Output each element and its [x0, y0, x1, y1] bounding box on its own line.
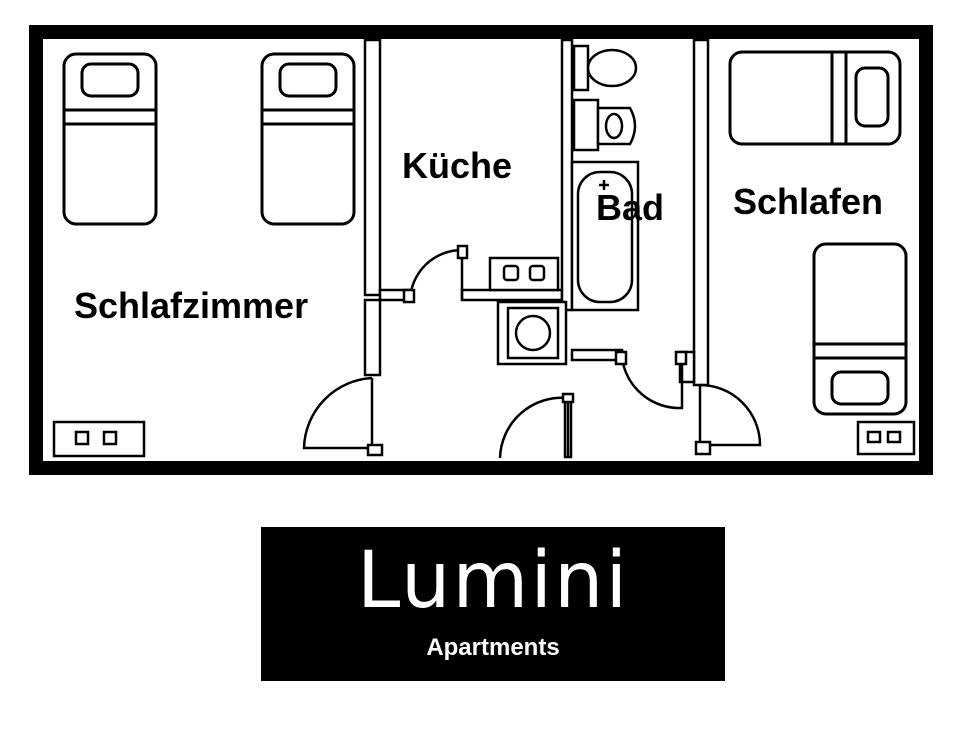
wall-bath-bottom	[570, 348, 624, 362]
door-bathroom	[614, 350, 688, 410]
bed-icon	[260, 52, 356, 226]
door-bedroom	[302, 376, 384, 457]
room-label-kueche: Küche	[402, 145, 512, 186]
radiator-icon	[856, 420, 916, 456]
radiator-icon	[52, 420, 146, 458]
logo-tagline: Apartments	[426, 634, 560, 661]
wall-bedroom-kitchen-upper	[363, 38, 382, 297]
logo-name: Lumini	[356, 536, 630, 626]
bed-icon	[728, 50, 902, 146]
radiators	[52, 420, 916, 458]
outer-wall	[29, 25, 933, 475]
room-label-schlafzimmer: Schlafzimmer	[74, 285, 308, 326]
bathroom-fixtures	[570, 44, 640, 312]
room-label-bad: Bad	[596, 187, 664, 228]
bed-icon	[62, 52, 158, 226]
toilet-icon	[572, 44, 638, 92]
wall-kitchen-bottom-right	[460, 288, 564, 302]
wall-kitchen-bath-upper	[560, 38, 574, 312]
sink-icon	[572, 98, 637, 152]
bed-icon	[812, 242, 908, 416]
door-bedroom-second	[694, 383, 762, 456]
kitchen-fixtures	[488, 256, 568, 366]
doors	[302, 244, 762, 459]
wall-bedroom-kitchen-lower	[363, 298, 382, 377]
bathtub-icon	[570, 160, 640, 312]
washing-machine-icon	[496, 300, 568, 366]
interior-walls	[363, 38, 710, 459]
door-entrance	[498, 392, 575, 459]
room-label-schlafen: Schlafen	[733, 181, 883, 222]
beds	[62, 50, 908, 416]
wall-bath-right	[692, 38, 710, 387]
logo: Lumini Apartments	[261, 527, 725, 681]
stove-icon	[488, 256, 560, 292]
door-kitchen	[402, 244, 469, 304]
